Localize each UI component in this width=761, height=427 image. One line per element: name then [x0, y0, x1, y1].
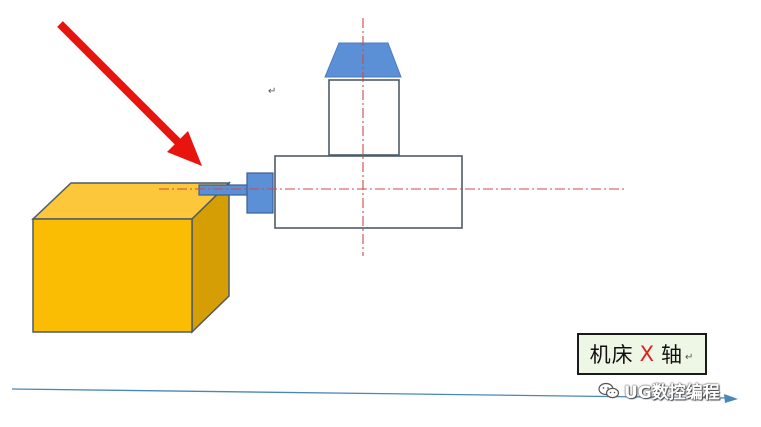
- cutter-assembly: [198, 172, 274, 214]
- spindle-housing: [274, 155, 463, 229]
- pointer-arrow-shaft: [57, 21, 183, 147]
- x-axis-arrowhead: [724, 394, 738, 403]
- watermark-text: UG数控编程: [624, 383, 720, 403]
- axis-label-box: 机床 X 轴 ↵: [577, 333, 707, 375]
- tool-holder: [246, 172, 274, 214]
- watermark: UG数控编程: [598, 378, 720, 403]
- workpiece-block: [31, 181, 231, 334]
- paragraph-mark: ↵: [268, 86, 277, 97]
- column-block: [328, 79, 400, 156]
- paragraph-mark-label: ↵: [685, 352, 695, 363]
- axis-label-prefix: 机床: [589, 343, 634, 367]
- wechat-icon: [598, 382, 620, 398]
- cutter-bar: [198, 184, 252, 196]
- workpiece-front-face: [32, 218, 193, 333]
- pointer-arrow-head: [167, 131, 202, 166]
- pointer-arrow: [57, 21, 202, 166]
- axis-label-suffix: 轴: [661, 343, 683, 367]
- axis-label-letter: X: [639, 342, 655, 366]
